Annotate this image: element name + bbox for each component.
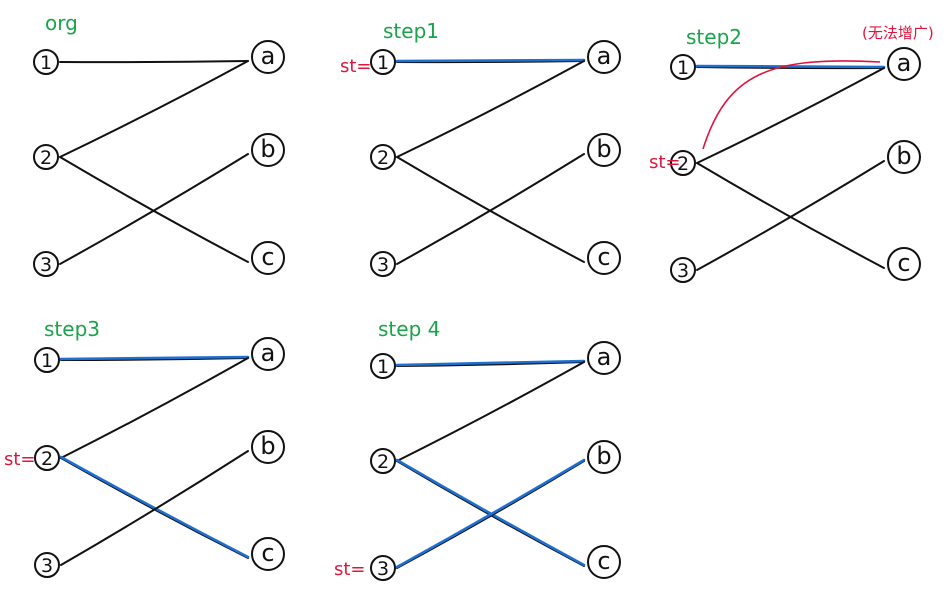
panel-step2: step2 1 2 3 a b c st= (无法增广) xyxy=(649,24,934,283)
left-node-3 xyxy=(370,555,396,581)
left-node-2 xyxy=(370,144,396,170)
right-node-label: b xyxy=(596,442,611,470)
left-node-1 xyxy=(33,49,59,75)
right-node-c xyxy=(887,247,921,281)
left-node-label: 3 xyxy=(40,254,52,276)
left-node-label: 3 xyxy=(377,254,389,276)
right-node-label: c xyxy=(261,539,274,567)
left-node-1 xyxy=(370,49,396,75)
start-marker: st= xyxy=(4,449,36,470)
right-node-c xyxy=(587,241,621,275)
matched-edge-3-b xyxy=(395,458,586,569)
left-node-label: 2 xyxy=(377,147,389,169)
right-node-label: b xyxy=(260,432,275,460)
edge-3-b xyxy=(396,153,585,265)
left-node-2 xyxy=(370,448,396,474)
left-node-label: 1 xyxy=(40,52,52,74)
matched-edge-2-c xyxy=(59,455,250,559)
right-node-label: c xyxy=(897,249,910,277)
left-node-label: 1 xyxy=(41,350,53,372)
right-node-label: a xyxy=(897,49,912,77)
right-node-b xyxy=(587,440,621,474)
left-node-label: 1 xyxy=(377,52,389,74)
panel-step4: step 4 1 2 3 a b c st= xyxy=(334,317,621,581)
right-node-a xyxy=(587,40,621,74)
left-node-3 xyxy=(670,257,696,283)
right-node-a xyxy=(887,47,921,81)
right-node-label: a xyxy=(597,343,612,371)
right-node-label: a xyxy=(261,339,276,367)
panel-title: step2 xyxy=(686,25,742,49)
right-node-c xyxy=(587,545,621,579)
matched-edge-1-a xyxy=(695,64,886,69)
left-node-label: 2 xyxy=(41,448,53,470)
left-node-3 xyxy=(33,251,59,277)
right-node-label: b xyxy=(596,135,611,163)
edge-3-b xyxy=(60,450,249,566)
left-node-3 xyxy=(370,251,396,277)
panel-title: org xyxy=(45,11,78,35)
start-marker: st= xyxy=(340,56,372,77)
left-node-label: 3 xyxy=(41,555,53,577)
right-node-label: c xyxy=(597,243,610,271)
augment-failed-note: (无法增广) xyxy=(862,24,934,42)
right-node-c xyxy=(251,241,285,275)
right-node-b xyxy=(887,140,921,174)
right-node-label: c xyxy=(597,547,610,575)
matched-edge-1-a xyxy=(59,355,250,361)
right-node-b xyxy=(251,133,285,167)
edge-3-b xyxy=(59,153,249,265)
left-node-label: 2 xyxy=(40,147,52,169)
right-node-a xyxy=(251,337,285,371)
left-node-label: 1 xyxy=(377,356,389,378)
right-node-label: c xyxy=(261,243,274,271)
left-node-1 xyxy=(34,347,60,373)
left-node-3 xyxy=(34,552,60,578)
panel-org: org 1 2 3 a b c xyxy=(33,11,285,277)
edge-2-a xyxy=(60,357,249,459)
left-node-2 xyxy=(34,445,60,471)
panel-title: step 4 xyxy=(378,317,440,341)
edge-1-a xyxy=(59,60,249,64)
left-node-label: 3 xyxy=(677,260,689,282)
left-node-2 xyxy=(670,150,696,176)
start-marker: st= xyxy=(334,559,366,580)
right-node-a xyxy=(251,40,285,74)
matched-edge-1-a xyxy=(395,359,586,367)
left-node-2 xyxy=(33,144,59,170)
left-node-label: 3 xyxy=(377,558,389,580)
edge-2-a xyxy=(59,60,249,158)
left-node-label: 2 xyxy=(377,451,389,473)
edge-2-a xyxy=(396,361,585,462)
start-marker: st= xyxy=(649,152,681,173)
right-node-label: b xyxy=(260,135,275,163)
matched-edge-1-a xyxy=(395,58,586,63)
right-node-a xyxy=(587,341,621,375)
right-node-b xyxy=(251,430,285,464)
failed-augment-path xyxy=(702,60,881,150)
left-node-1 xyxy=(670,54,696,80)
right-node-b xyxy=(587,133,621,167)
panel-title: step3 xyxy=(44,317,100,341)
panel-step1: step1 1 2 3 a b c st= xyxy=(340,19,621,277)
edge-2-a xyxy=(396,60,585,158)
right-node-label: b xyxy=(896,142,911,170)
edge-3-b xyxy=(696,160,885,271)
left-node-1 xyxy=(370,353,396,379)
right-node-label: a xyxy=(261,42,276,70)
left-node-label: 1 xyxy=(677,57,689,79)
right-node-c xyxy=(251,537,285,571)
left-node-label: 2 xyxy=(677,153,689,175)
edge-2-a xyxy=(696,67,885,164)
panel-title: step1 xyxy=(383,19,439,43)
right-node-label: a xyxy=(597,42,612,70)
panel-step3: step3 1 2 3 a b c st= xyxy=(4,317,285,578)
